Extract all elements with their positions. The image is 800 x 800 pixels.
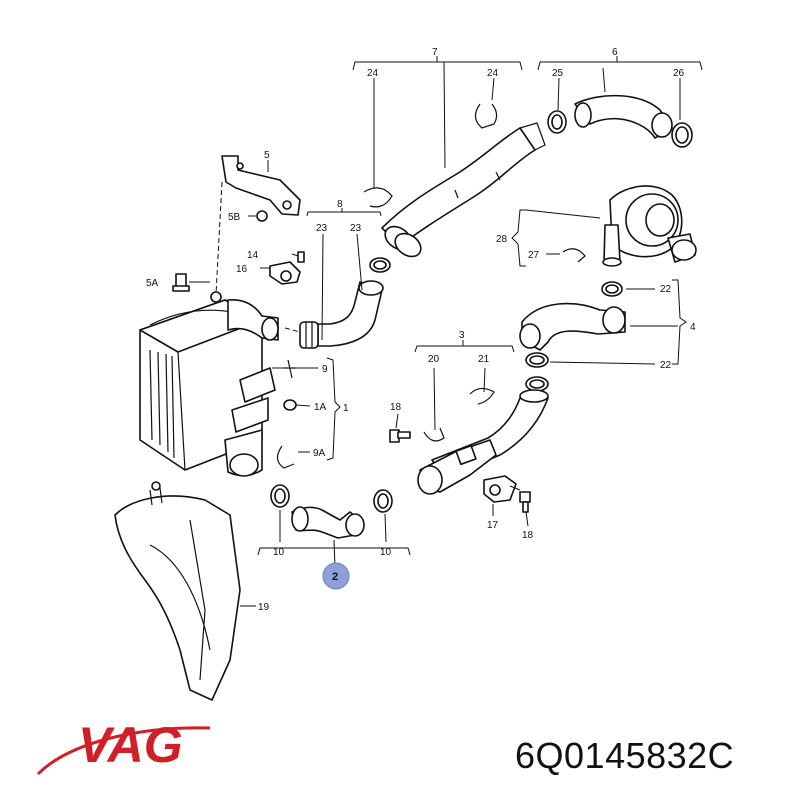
bracket [215, 155, 301, 295]
clip-27 [562, 248, 586, 263]
pressure-sensor [260, 251, 305, 285]
o-rings-22 [525, 281, 623, 392]
hose-clips-24 [363, 103, 498, 208]
callout-1: 1 [343, 403, 349, 414]
turbocharger [602, 185, 697, 267]
callout-4: 4 [690, 322, 696, 333]
callout-9a: 9A [313, 448, 326, 459]
callout-10: 10 [380, 547, 392, 558]
air-duct [114, 481, 256, 701]
svg-text:2: 2 [332, 571, 338, 583]
callout-3: 3 [459, 330, 465, 341]
callout-22: 22 [660, 284, 672, 295]
highlighted-callout-2: 2 [322, 562, 350, 590]
callout-23: 23 [350, 223, 362, 234]
pipe-3 [417, 389, 549, 495]
callout-6: 6 [612, 47, 618, 58]
callout-28: 28 [496, 234, 508, 245]
callout-21: 21 [478, 354, 490, 365]
callout-26: 26 [673, 68, 685, 79]
callout-25: 25 [552, 68, 564, 79]
hose-2 [270, 484, 393, 539]
callout-24: 24 [367, 68, 379, 79]
part-number: 6Q0145832C [515, 735, 735, 776]
bolt-18b [519, 491, 531, 513]
bolt-5a [172, 273, 210, 292]
fasteners-9 [276, 359, 297, 469]
leader-lines [248, 56, 703, 569]
brand-wordmark: VAG [78, 717, 183, 773]
bolt-18a [389, 429, 411, 443]
callout-18: 18 [522, 530, 534, 541]
callout-14: 14 [247, 250, 259, 261]
charge-air-pipe-upper [381, 122, 546, 258]
callout-24: 24 [487, 68, 499, 79]
intercooler [139, 291, 279, 477]
hose-6 [547, 94, 693, 148]
callout-18: 18 [390, 402, 402, 413]
callout-22: 22 [660, 360, 672, 371]
sensor-17 [483, 475, 521, 503]
hose-8 [284, 257, 391, 349]
callout-23: 23 [316, 223, 328, 234]
pipe-4 [519, 302, 626, 351]
callout-7: 7 [432, 47, 438, 58]
vag-logo: VAG [36, 717, 211, 776]
callout-19: 19 [258, 602, 270, 613]
callout-8: 8 [337, 199, 343, 210]
callout-labels: 7 6 24 24 25 26 5 5B 8 23 23 14 16 5A 28… [146, 47, 696, 613]
callout-17: 17 [487, 520, 499, 531]
callout-5b: 5B [228, 212, 241, 223]
callout-27: 27 [528, 250, 540, 261]
callout-16: 16 [236, 264, 248, 275]
callout-5: 5 [264, 150, 270, 161]
callout-1a: 1A [314, 402, 327, 413]
callout-9: 9 [322, 364, 328, 375]
callout-5a: 5A [146, 278, 159, 289]
callout-20: 20 [428, 354, 440, 365]
clips-20-21 [423, 387, 495, 442]
callout-10: 10 [273, 547, 285, 558]
